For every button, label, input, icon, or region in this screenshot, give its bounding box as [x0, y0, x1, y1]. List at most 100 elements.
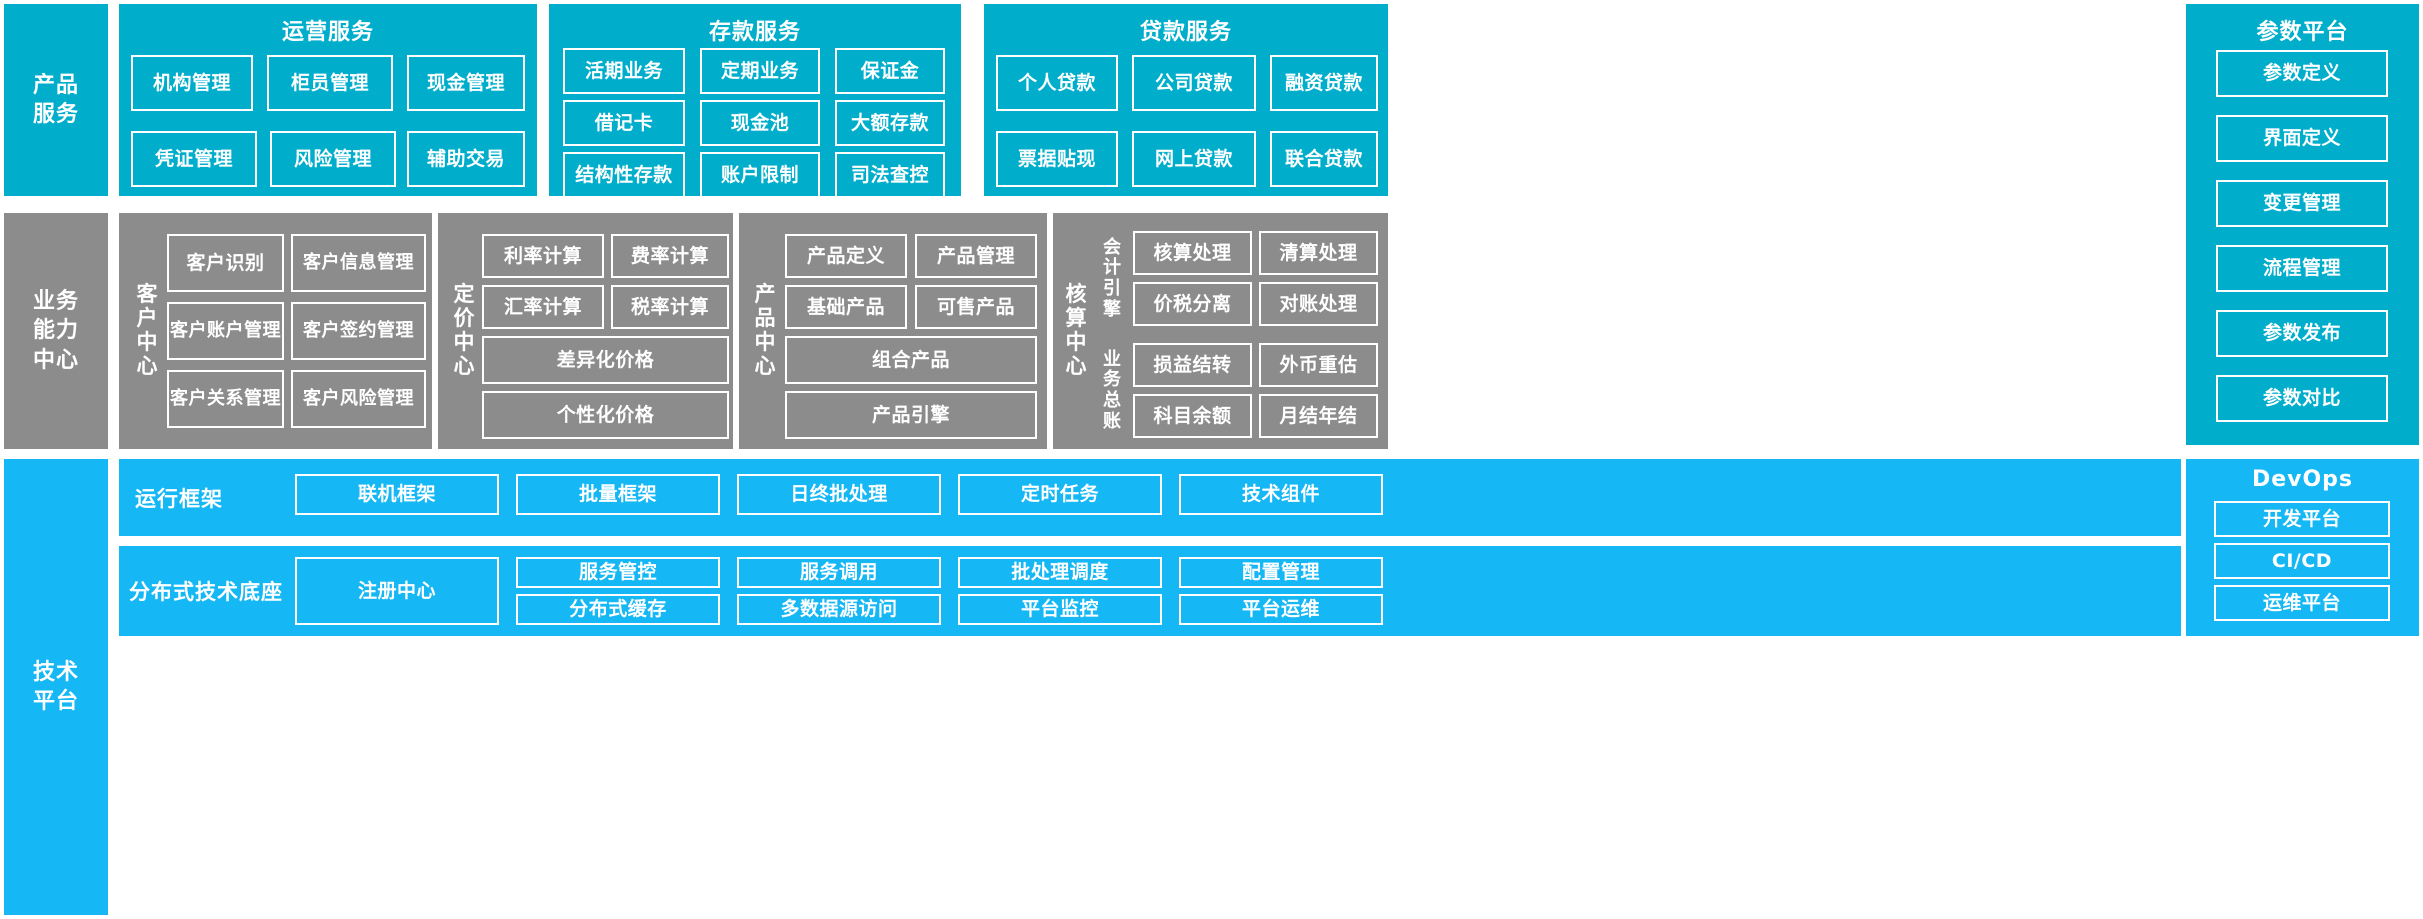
layer-label-tech-platform: 技术平台	[32, 659, 79, 714]
subgroup-label-general-ledger: 业务总账	[1103, 348, 1121, 432]
layer-label-product-service: 产品服务	[32, 72, 79, 127]
group-deposit-service: 存款服务 活期业务 定期业务 保证金 借记卡 现金池 大额存款 结构性存款 账户…	[549, 4, 961, 198]
capability-box[interactable]: 定时任务	[958, 474, 1162, 515]
capability-box[interactable]: 差异化价格	[482, 336, 729, 384]
center-label-accounting: 核算中心	[1065, 282, 1087, 378]
capability-box[interactable]: 联机框架	[295, 474, 499, 515]
capability-box[interactable]: 司法查控	[835, 152, 945, 198]
capability-box[interactable]: 批处理调度	[958, 557, 1162, 588]
capability-box[interactable]: 外币重估	[1259, 343, 1378, 387]
capability-box-registry-center[interactable]: 注册中心	[295, 557, 499, 625]
capability-box[interactable]: 网上贷款	[1132, 131, 1256, 187]
group-loan-service: 贷款服务 个人贷款 公司贷款 融资贷款 票据贴现 网上贷款 联合贷款	[984, 4, 1388, 196]
capability-box[interactable]: CI/CD	[2214, 543, 2390, 579]
capability-box[interactable]: 对账处理	[1259, 282, 1378, 326]
group-title-deposit-service: 存款服务	[708, 20, 801, 45]
capability-box[interactable]: 变更管理	[2216, 180, 2388, 227]
center-customer: 客户中心 客户识别 客户信息管理 客户账户管理 客户签约管理 客户关系管理 客户…	[119, 213, 432, 449]
capability-box[interactable]: 参数对比	[2216, 375, 2388, 422]
capability-box[interactable]: 技术组件	[1179, 474, 1383, 515]
capability-box[interactable]: 月结年结	[1259, 394, 1378, 438]
tech-row-label-runtime-framework: 运行框架	[135, 486, 223, 511]
capability-box[interactable]: 柜员管理	[267, 55, 393, 111]
capability-box[interactable]: 票据贴现	[996, 131, 1118, 187]
capability-box[interactable]: 分布式缓存	[516, 594, 720, 625]
capability-box[interactable]: 服务调用	[737, 557, 941, 588]
capability-box[interactable]: 价税分离	[1133, 282, 1252, 326]
capability-box[interactable]: 公司贷款	[1132, 55, 1256, 111]
capability-box[interactable]: 可售产品	[915, 285, 1037, 329]
capability-box[interactable]: 参数发布	[2216, 310, 2388, 357]
tech-row-runtime-framework: 运行框架 联机框架 批量框架 日终批处理 定时任务 技术组件	[119, 459, 2181, 536]
capability-box[interactable]: 客户信息管理	[291, 234, 426, 292]
capability-box[interactable]: 产品定义	[785, 234, 907, 278]
capability-box[interactable]: 费率计算	[611, 234, 729, 278]
layer-rail-business-capability: 业务能力中心	[4, 213, 108, 449]
capability-box[interactable]: 客户关系管理	[167, 370, 284, 428]
group-title-operation-service: 运营服务	[281, 20, 374, 45]
capability-box[interactable]: 开发平台	[2214, 501, 2390, 537]
capability-box[interactable]: 核算处理	[1133, 231, 1252, 275]
capability-box[interactable]: 流程管理	[2216, 245, 2388, 292]
layer-rail-tech-platform: 技术平台	[4, 459, 108, 915]
capability-box[interactable]: 定期业务	[700, 48, 820, 94]
layer-label-business-capability: 业务能力中心	[32, 289, 79, 373]
subgroup-label-accounting-engine: 会计引擎	[1103, 236, 1121, 320]
capability-box[interactable]: 借记卡	[563, 100, 685, 146]
capability-box[interactable]: 组合产品	[785, 336, 1037, 384]
capability-box[interactable]: 凭证管理	[131, 131, 257, 187]
tech-row-label-distributed-foundation: 分布式技术底座	[129, 580, 283, 604]
capability-box[interactable]: 机构管理	[131, 55, 253, 111]
capability-box[interactable]: 大额存款	[835, 100, 945, 146]
capability-box[interactable]: 现金池	[700, 100, 820, 146]
group-title-param-platform: 参数平台	[2256, 20, 2349, 45]
capability-box[interactable]: 辅助交易	[407, 131, 525, 187]
capability-box[interactable]: 税率计算	[611, 285, 729, 329]
capability-box[interactable]: 客户风险管理	[291, 370, 426, 428]
capability-box[interactable]: 平台运维	[1179, 594, 1383, 625]
capability-box[interactable]: 账户限制	[700, 152, 820, 198]
capability-box[interactable]: 运维平台	[2214, 585, 2390, 621]
group-devops: DevOps 开发平台 CI/CD 运维平台	[2186, 459, 2419, 636]
capability-box[interactable]: 个人贷款	[996, 55, 1118, 111]
capability-box[interactable]: 结构性存款	[563, 152, 685, 198]
center-product: 产品中心 产品定义 产品管理 基础产品 可售产品 组合产品 产品引擎	[739, 213, 1047, 449]
capability-box[interactable]: 批量框架	[516, 474, 720, 515]
center-pricing: 定价中心 利率计算 费率计算 汇率计算 税率计算 差异化价格 个性化价格	[438, 213, 733, 449]
capability-box[interactable]: 损益结转	[1133, 343, 1252, 387]
group-operation-service: 运营服务 机构管理 柜员管理 现金管理 凭证管理 风险管理 辅助交易	[119, 4, 537, 196]
capability-box[interactable]: 科目余额	[1133, 394, 1252, 438]
capability-box[interactable]: 平台监控	[958, 594, 1162, 625]
group-title-loan-service: 贷款服务	[1139, 20, 1232, 45]
capability-box[interactable]: 基础产品	[785, 285, 907, 329]
capability-box[interactable]: 产品管理	[915, 234, 1037, 278]
capability-box[interactable]: 联合贷款	[1270, 131, 1378, 187]
tech-row-distributed-foundation: 分布式技术底座 注册中心 服务管控 分布式缓存 服务调用 多数据源访问 批处理调…	[119, 546, 2181, 636]
capability-box[interactable]: 日终批处理	[737, 474, 941, 515]
group-title-devops: DevOps	[2251, 467, 2354, 492]
capability-box[interactable]: 客户签约管理	[291, 302, 426, 360]
capability-box[interactable]: 产品引擎	[785, 391, 1037, 439]
capability-box[interactable]: 利率计算	[482, 234, 604, 278]
center-label-customer: 客户中心	[136, 282, 158, 378]
capability-box[interactable]: 个性化价格	[482, 391, 729, 439]
capability-box[interactable]: 多数据源访问	[737, 594, 941, 625]
capability-box[interactable]: 参数定义	[2216, 50, 2388, 97]
capability-box[interactable]: 保证金	[835, 48, 945, 94]
capability-box[interactable]: 客户识别	[167, 234, 284, 292]
capability-box[interactable]: 现金管理	[407, 55, 525, 111]
capability-box[interactable]: 配置管理	[1179, 557, 1383, 588]
capability-box[interactable]: 融资贷款	[1270, 55, 1378, 111]
capability-box[interactable]: 客户账户管理	[167, 302, 284, 360]
center-label-pricing: 定价中心	[453, 282, 475, 378]
layer-rail-product-service: 产品服务	[4, 4, 108, 196]
capability-box[interactable]: 服务管控	[516, 557, 720, 588]
capability-box[interactable]: 界面定义	[2216, 115, 2388, 162]
capability-box[interactable]: 清算处理	[1259, 231, 1378, 275]
center-accounting: 核算中心 会计引擎 业务总账 核算处理 清算处理 价税分离 对账处理 损益结转 …	[1053, 213, 1388, 449]
capability-box[interactable]: 风险管理	[270, 131, 396, 187]
capability-box[interactable]: 活期业务	[563, 48, 685, 94]
group-param-platform: 参数平台 参数定义 界面定义 变更管理 流程管理 参数发布 参数对比	[2186, 4, 2419, 445]
capability-box[interactable]: 汇率计算	[482, 285, 604, 329]
